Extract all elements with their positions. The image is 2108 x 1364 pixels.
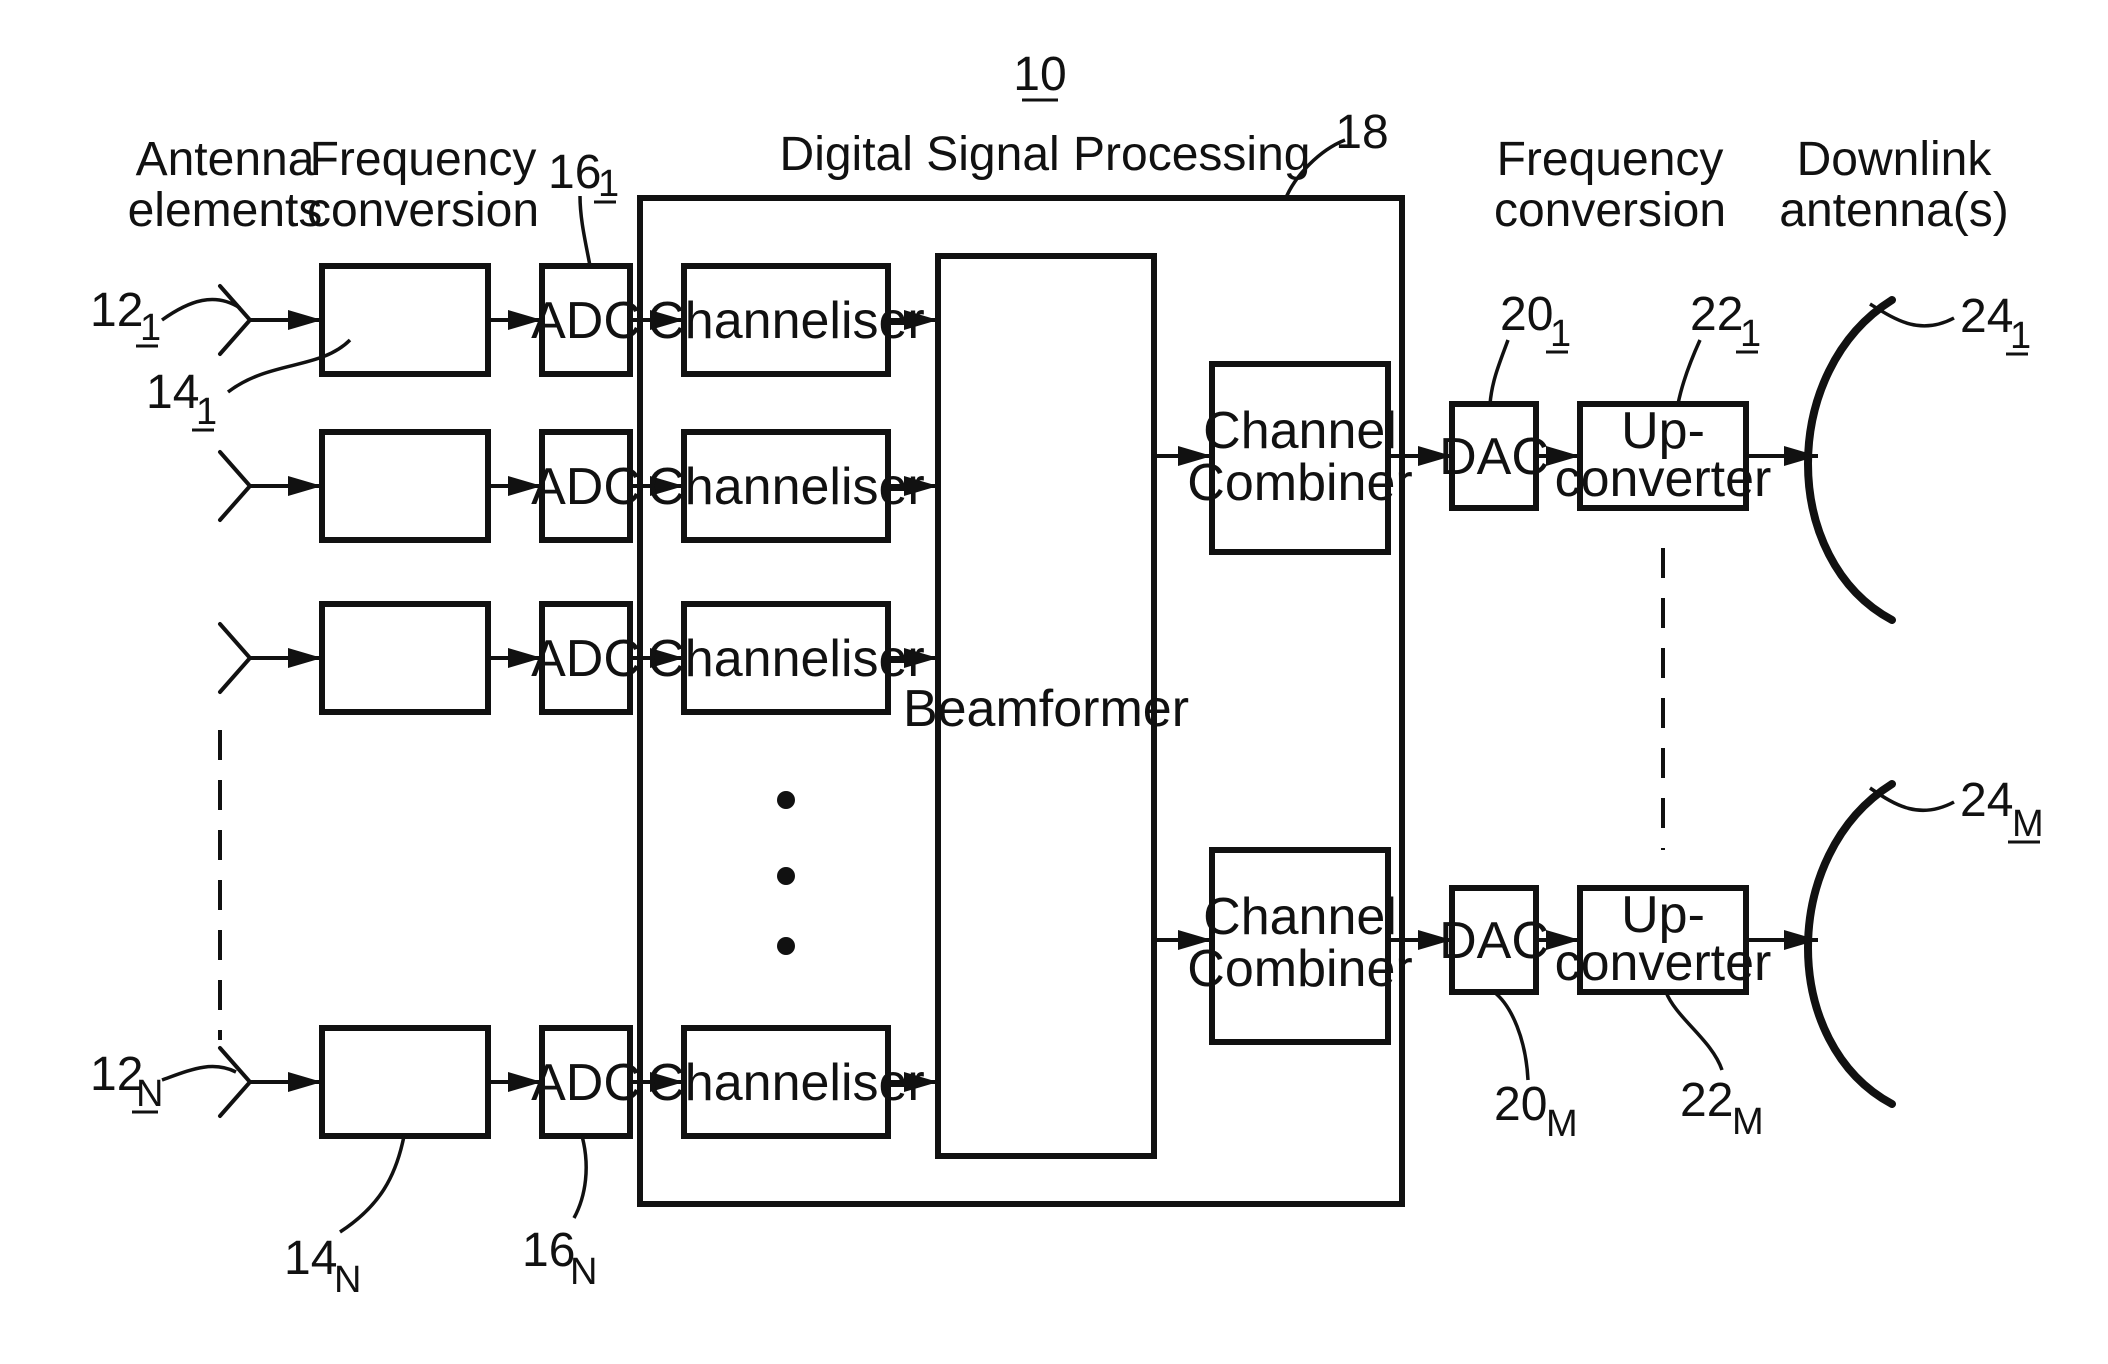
ref-adc-last: 16 N xyxy=(522,1136,597,1293)
svg-text:24: 24 xyxy=(1960,774,2013,827)
header-downlink-antennas: Downlink antenna(s) xyxy=(1779,133,2008,237)
header-antenna-elements: Antenna elements xyxy=(128,133,323,237)
header-frequency-conversion-output: Frequency conversion xyxy=(1494,133,1726,237)
input-chain-row-n: ADC Channeliser xyxy=(220,1028,938,1136)
ellipsis-dot xyxy=(777,791,795,809)
antenna-element-icon xyxy=(220,286,250,354)
adc-label: ADC xyxy=(531,458,641,516)
svg-text:1: 1 xyxy=(196,391,217,433)
channel-combiner-label: Channel xyxy=(1203,888,1397,946)
svg-text:1: 1 xyxy=(140,307,161,349)
header-frequency-conversion-input: Frequency conversion xyxy=(307,133,539,237)
svg-text:16: 16 xyxy=(548,146,601,199)
svg-text:12: 12 xyxy=(90,284,143,337)
svg-text:1: 1 xyxy=(1740,313,1761,355)
antenna-element-icon xyxy=(220,452,250,520)
frequency-converter-box xyxy=(322,604,488,712)
upconverter-label: converter xyxy=(1555,450,1772,508)
svg-text:M: M xyxy=(2012,803,2044,845)
ref-dac-first: 20 1 xyxy=(1490,288,1571,404)
svg-text:M: M xyxy=(1732,1101,1764,1143)
channel-combiner-label: Channel xyxy=(1203,402,1397,460)
antenna-element-icon xyxy=(220,1048,250,1116)
ellipsis-dot xyxy=(777,867,795,885)
channeliser-label: Channeliser xyxy=(647,630,925,688)
adc-label: ADC xyxy=(531,1054,641,1112)
svg-text:N: N xyxy=(334,1259,361,1301)
svg-text:Antenna: Antenna xyxy=(136,133,315,186)
svg-text:16: 16 xyxy=(522,1224,575,1277)
ref-frequency-converter-last: 14 N xyxy=(284,1136,404,1301)
svg-text:Downlink: Downlink xyxy=(1797,133,1993,186)
svg-text:conversion: conversion xyxy=(1494,184,1726,237)
ellipsis-dot xyxy=(777,937,795,955)
svg-text:Frequency: Frequency xyxy=(310,133,537,186)
svg-text:22: 22 xyxy=(1680,1074,1733,1127)
frequency-converter-box xyxy=(322,1028,488,1136)
input-chain-row-3: ADC Channeliser xyxy=(220,604,938,712)
frequency-converter-box xyxy=(322,266,488,374)
upconverter-label: converter xyxy=(1555,934,1772,992)
dac-label: DAC xyxy=(1439,428,1549,486)
svg-text:elements: elements xyxy=(128,184,323,237)
svg-text:1: 1 xyxy=(598,163,619,205)
svg-text:1: 1 xyxy=(2010,315,2031,357)
channel-combiner-label: Combiner xyxy=(1187,940,1412,998)
output-chain-m: Channel Combiner DAC Up- converter xyxy=(1154,784,1892,1104)
antenna-element-icon xyxy=(220,624,250,692)
svg-text:22: 22 xyxy=(1690,288,1743,341)
ref-antenna-first: 12 1 xyxy=(90,284,240,349)
downlink-antenna-dish-icon xyxy=(1808,784,1892,1104)
svg-text:N: N xyxy=(136,1073,163,1115)
channeliser-label: Channeliser xyxy=(647,1054,925,1112)
svg-text:24: 24 xyxy=(1960,290,2013,343)
svg-text:14: 14 xyxy=(284,1232,337,1285)
svg-text:14: 14 xyxy=(146,366,199,419)
figure-ref-number: 10 xyxy=(1013,48,1066,101)
input-chain-row-1: ADC Channeliser xyxy=(220,266,938,374)
ref-downlink-antenna-last: 24 M xyxy=(1870,774,2044,845)
channel-combiner-label: Combiner xyxy=(1187,454,1412,512)
beamformer-label: Beamformer xyxy=(903,680,1189,738)
svg-text:20: 20 xyxy=(1494,1078,1547,1131)
ref-upconverter-last: 22 M xyxy=(1666,992,1764,1143)
svg-text:20: 20 xyxy=(1500,288,1553,341)
svg-text:Frequency: Frequency xyxy=(1497,133,1724,186)
downlink-antenna-dish-icon xyxy=(1808,300,1892,620)
ref-adc-first: 16 1 xyxy=(548,146,619,266)
svg-text:1: 1 xyxy=(1550,313,1571,355)
adc-label: ADC xyxy=(531,292,641,350)
ref-antenna-last: 12 N xyxy=(90,1048,236,1115)
dsp-ref-number: 18 xyxy=(1335,106,1388,159)
output-chain-1: Channel Combiner DAC Up- converter xyxy=(1154,300,1892,620)
dsp-title: Digital Signal Processing xyxy=(780,128,1311,181)
frequency-converter-box xyxy=(322,432,488,540)
svg-text:M: M xyxy=(1546,1103,1578,1145)
svg-text:antenna(s): antenna(s) xyxy=(1779,184,2008,237)
ref-dac-last: 20 M xyxy=(1494,992,1578,1145)
svg-text:N: N xyxy=(570,1251,597,1293)
channeliser-label: Channeliser xyxy=(647,292,925,350)
channeliser-label: Channeliser xyxy=(647,458,925,516)
input-chain-row-2: ADC Channeliser xyxy=(220,432,938,540)
adc-label: ADC xyxy=(531,630,641,688)
ref-upconverter-first: 22 1 xyxy=(1678,288,1761,404)
svg-text:conversion: conversion xyxy=(307,184,539,237)
dac-label: DAC xyxy=(1439,912,1549,970)
